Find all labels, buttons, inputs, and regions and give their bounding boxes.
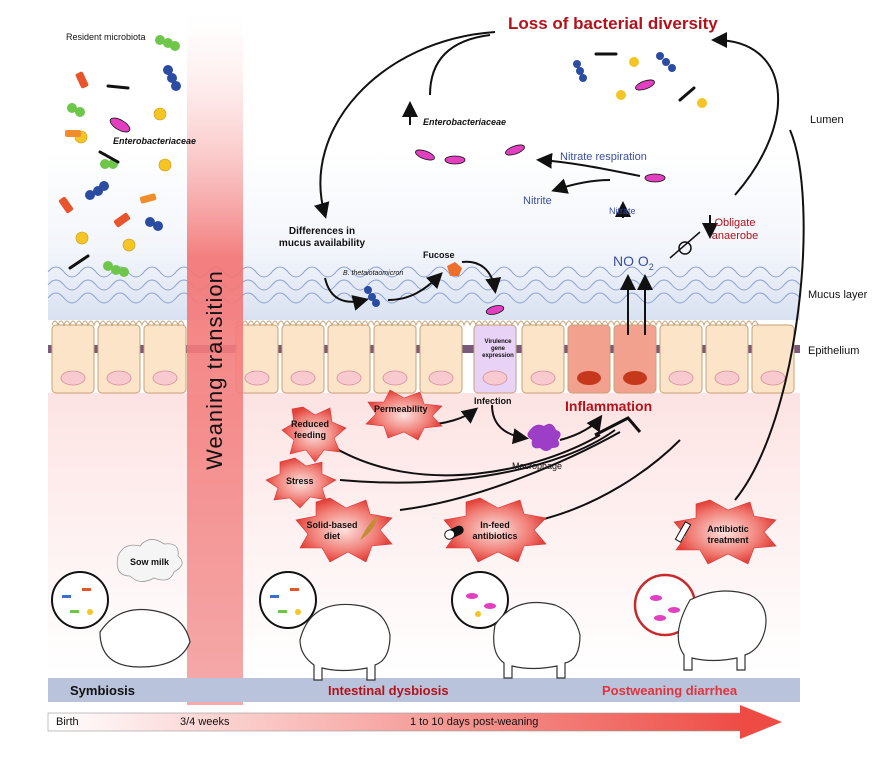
sow-milk-bubble [116, 539, 183, 582]
timeline-weeks: 3/4 weeks [180, 716, 230, 728]
piglet-sick [677, 590, 767, 671]
flow-arrows [313, 31, 805, 521]
resident-microbiota-label: Resident microbiota [66, 32, 146, 42]
macrophage-icon [527, 423, 561, 451]
loss-diversity-title: Loss of bacterial diversity [508, 14, 718, 33]
fucose-icon [447, 262, 462, 276]
oxygen-inhibition-icon [669, 231, 701, 259]
o2-subscript: 2 [648, 261, 654, 272]
microbiota-magnifier-2 [259, 571, 317, 629]
antibiotic-treatment-burst [673, 499, 777, 565]
no-o-text: NO O [613, 253, 649, 269]
mucus-layer-label: Mucus layer [808, 289, 868, 301]
weaning-band [187, 15, 243, 705]
b-theta-label: B. thetaiotaomicron [343, 270, 404, 277]
inhibition-mark [594, 416, 642, 437]
solid-diet-label: Solid-based diet [306, 520, 358, 541]
fucose-label: Fucose [423, 250, 455, 260]
sow-milk-label: Sow milk [130, 557, 170, 567]
microbiota-magnifier-1 [51, 571, 109, 629]
lumen-background [48, 150, 800, 320]
nitrate-label: Nitrate [609, 206, 636, 216]
capsule-icon [444, 525, 464, 540]
differences-mucus-label: Differences in mucus availability [278, 226, 366, 249]
piglets [99, 590, 767, 681]
infection-label: Infection [474, 396, 512, 406]
obligate-anaerobe-label: Obligate anaerobe [711, 217, 759, 242]
timeline-arrow [47, 705, 782, 739]
nitrite-label: Nitrite [523, 195, 552, 207]
microbiota-magnifier-4 [633, 573, 697, 637]
epithelium-label: Epithelium [808, 345, 860, 357]
status-bar [48, 678, 800, 702]
lumen-label: Lumen [810, 114, 844, 126]
diarrhea-label: Postweaning diarrhea [602, 683, 738, 698]
infeed-antibiotics-burst [443, 497, 547, 563]
reduced-feeding-burst [281, 406, 347, 463]
microbiota-magnifier-3 [451, 571, 509, 629]
piglet-sleeping [99, 608, 191, 668]
mucus-layer [47, 266, 801, 304]
timeline-birth: Birth [56, 716, 79, 728]
solid-diet-burst [295, 497, 393, 563]
piglet-standing-1 [299, 603, 391, 681]
enterobacteriaceae-cluster [415, 79, 666, 315]
permeability-label: Permeability [374, 404, 428, 414]
wheat-icon [360, 516, 378, 540]
macrophage-label: Macrophage [512, 461, 563, 471]
enterobacteriaceae-left-label: Enterobacteriaceae [113, 136, 197, 146]
epithelium-cells [48, 320, 800, 394]
virulence-label: Virulence gene expression [482, 339, 514, 359]
stress-burst [265, 457, 337, 509]
enterobacteriaceae-top-label: Enterobacteriaceae [423, 117, 507, 127]
antibiotic-treatment-label: Antibiotic treatment [707, 524, 749, 545]
nitrate-respiration-label: Nitrate respiration [560, 151, 647, 163]
permeability-burst [365, 389, 443, 441]
weaning-transition-label: Weaning transition [202, 270, 227, 470]
dysbiosis-label: Intestinal dysbiosis [328, 683, 449, 698]
piglet-standing-2 [493, 601, 581, 679]
lumen-bacteria-top-right [573, 52, 707, 108]
resident-microbiota [58, 35, 380, 307]
infeed-antibiotics-label: In-feed antibiotics [472, 520, 518, 541]
inflammation-label: Inflammation [565, 398, 653, 414]
no-o2-label: NO O2 [613, 253, 654, 272]
reduced-feeding-label: Reduced feeding [290, 419, 329, 440]
symbiosis-label: Symbiosis [70, 683, 136, 698]
stress-label: Stress [286, 476, 314, 486]
syringe-icon [674, 521, 692, 543]
timeline-post: 1 to 10 days post-weaning [410, 716, 539, 728]
